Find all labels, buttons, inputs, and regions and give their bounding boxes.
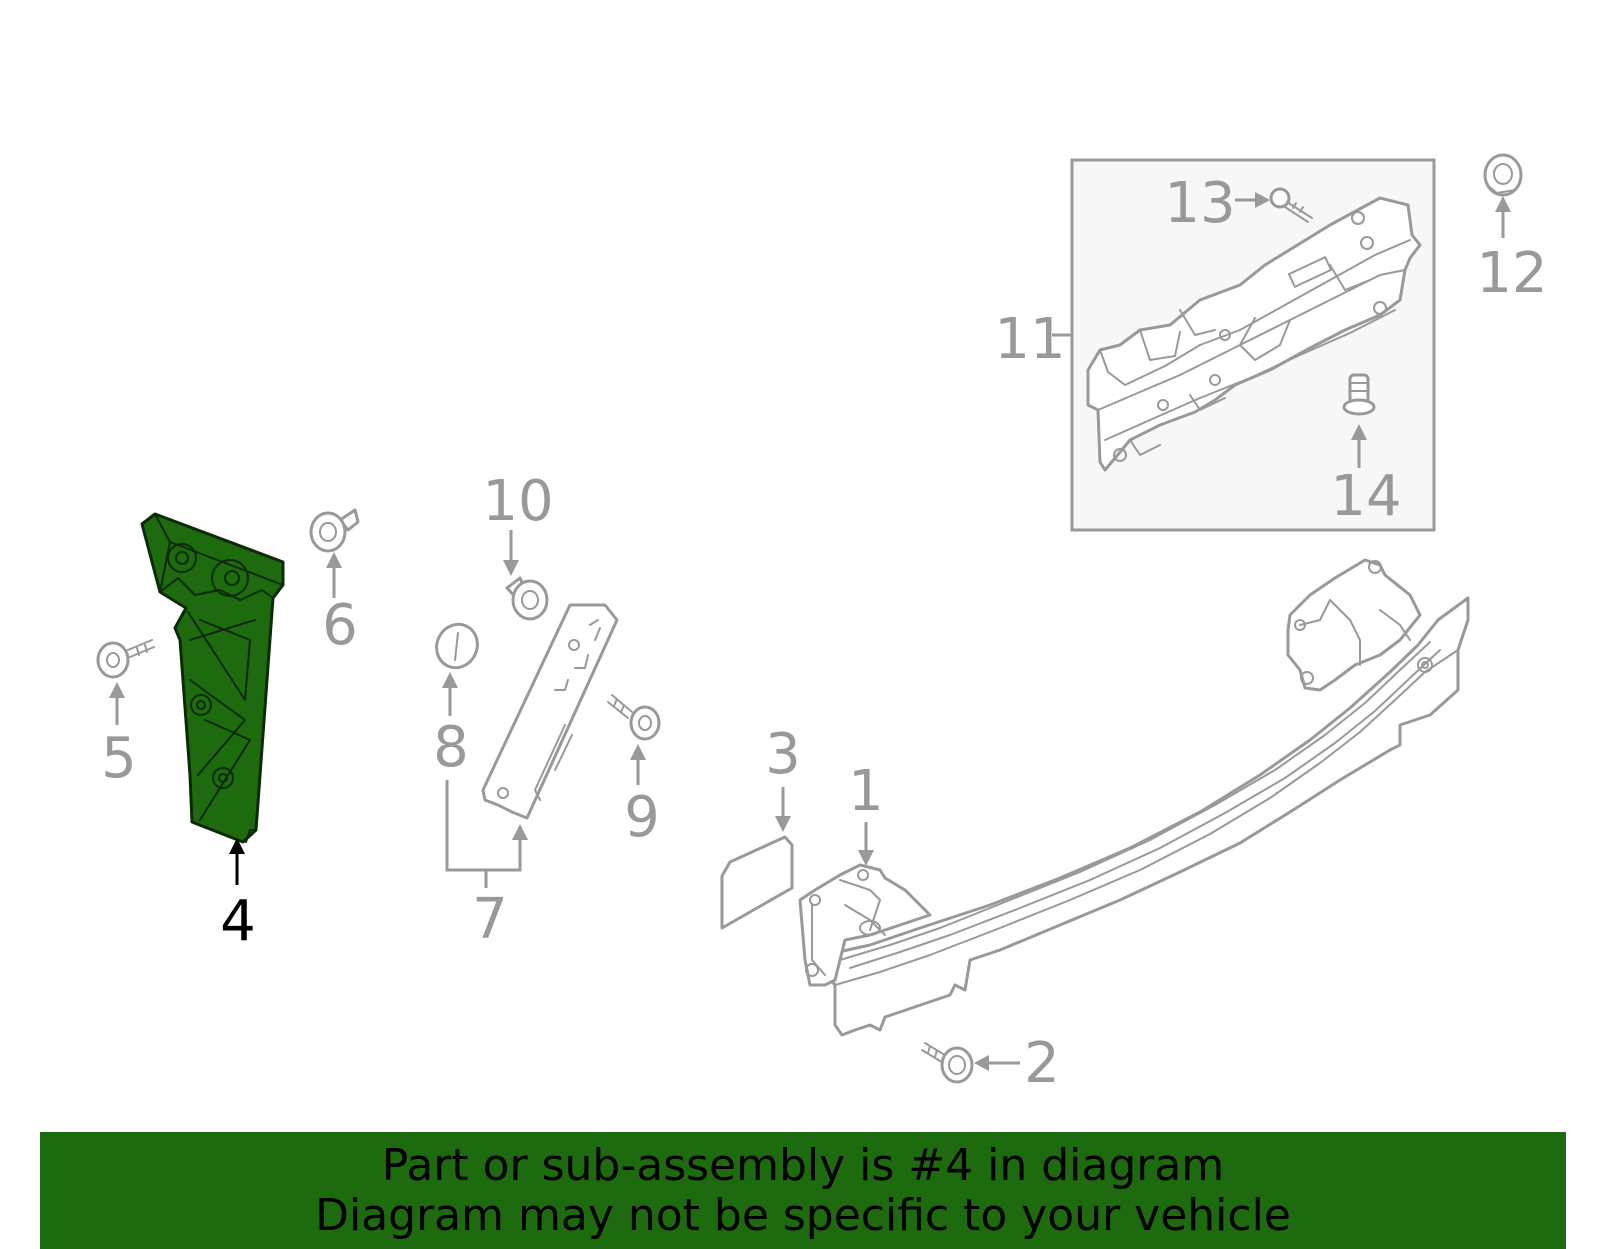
part-4-highlighted-bracket [140, 512, 285, 885]
callout-10: 10 [482, 469, 553, 534]
callout-3: 3 [765, 722, 801, 787]
part-9-screw [607, 694, 661, 785]
banner-line-disclaimer: Diagram may not be specific to your vehi… [315, 1189, 1291, 1241]
callout-14: 14 [1330, 464, 1401, 529]
callout-12: 12 [1476, 241, 1547, 306]
part-6-clip [309, 508, 360, 598]
part-3-pad [720, 787, 794, 930]
part-12-nut [1483, 153, 1523, 238]
part-8-cap [435, 622, 479, 716]
info-banner: Part or sub-assembly is #4 in diagram Di… [40, 1132, 1566, 1249]
callout-13: 13 [1164, 171, 1235, 236]
part-2-bolt [921, 1042, 1020, 1084]
callout-11: 11 [994, 307, 1065, 372]
callout-8: 8 [433, 715, 469, 780]
banner-line-part-info: Part or sub-assembly is #4 in diagram [381, 1139, 1225, 1191]
part-11-inset [1052, 158, 1436, 532]
callout-5: 5 [101, 726, 137, 791]
callout-9: 9 [624, 785, 660, 850]
callout-7: 7 [472, 887, 508, 952]
callout-4: 4 [220, 889, 256, 954]
part-11-bracket [1086, 196, 1422, 472]
part-1-reinforcement-beam [798, 558, 1470, 1037]
callout-6: 6 [322, 593, 358, 658]
callout-1: 1 [848, 759, 884, 824]
part-14-clip [1342, 373, 1376, 468]
part-13-bolt [1235, 187, 1313, 223]
part-10-clip [503, 530, 549, 621]
part-5-screw [96, 639, 155, 725]
callout-2: 2 [1024, 1031, 1060, 1096]
part-7-bracket [445, 603, 619, 888]
